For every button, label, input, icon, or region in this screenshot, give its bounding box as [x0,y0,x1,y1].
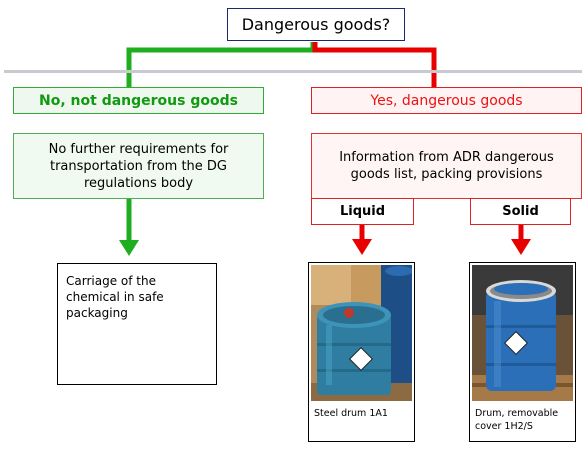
solid-packaging-caption: Drum, removable cover 1H2/S [475,408,559,432]
liquid-packaging-card: Steel drum 1A1 [308,262,415,442]
solid-label-box: Solid [470,198,571,225]
blue-drum-photo [472,265,573,401]
yes-branch-heading: Yes, dangerous goods [370,92,523,109]
yes-branch-heading-box: Yes, dangerous goods [311,87,582,114]
yes-branch-body: Information from ADR dangerous goods lis… [339,150,554,182]
root-question-box: Dangerous goods? [227,8,405,41]
no-branch-body: No further requirements for transportati… [48,141,229,191]
divider-line [4,70,582,73]
no-branch-connector [126,42,316,87]
solid-packaging-card: Drum, removable cover 1H2/S [469,262,576,442]
solid-arrowhead [511,239,531,255]
no-branch-result: Carriage of the chemical in safe packagi… [66,274,164,320]
yes-branch-connector [312,42,437,87]
no-branch-heading-box: No, not dangerous goods [13,87,264,114]
liquid-packaging-caption: Steel drum 1A1 [314,408,388,419]
liquid-label-box: Liquid [311,198,414,225]
yes-branch-body-box: Information from ADR dangerous goods lis… [311,133,582,199]
steel-drum-photo [311,265,412,401]
no-branch-heading: No, not dangerous goods [39,92,238,109]
solid-label: Solid [502,204,539,219]
liquid-arrowhead [352,239,372,255]
no-branch-arrowhead [119,240,139,256]
root-question-text: Dangerous goods? [241,15,391,34]
no-branch-body-box: No further requirements for transportati… [13,133,264,199]
no-branch-result-box: Carriage of the chemical in safe packagi… [57,263,217,385]
liquid-label: Liquid [339,204,386,219]
